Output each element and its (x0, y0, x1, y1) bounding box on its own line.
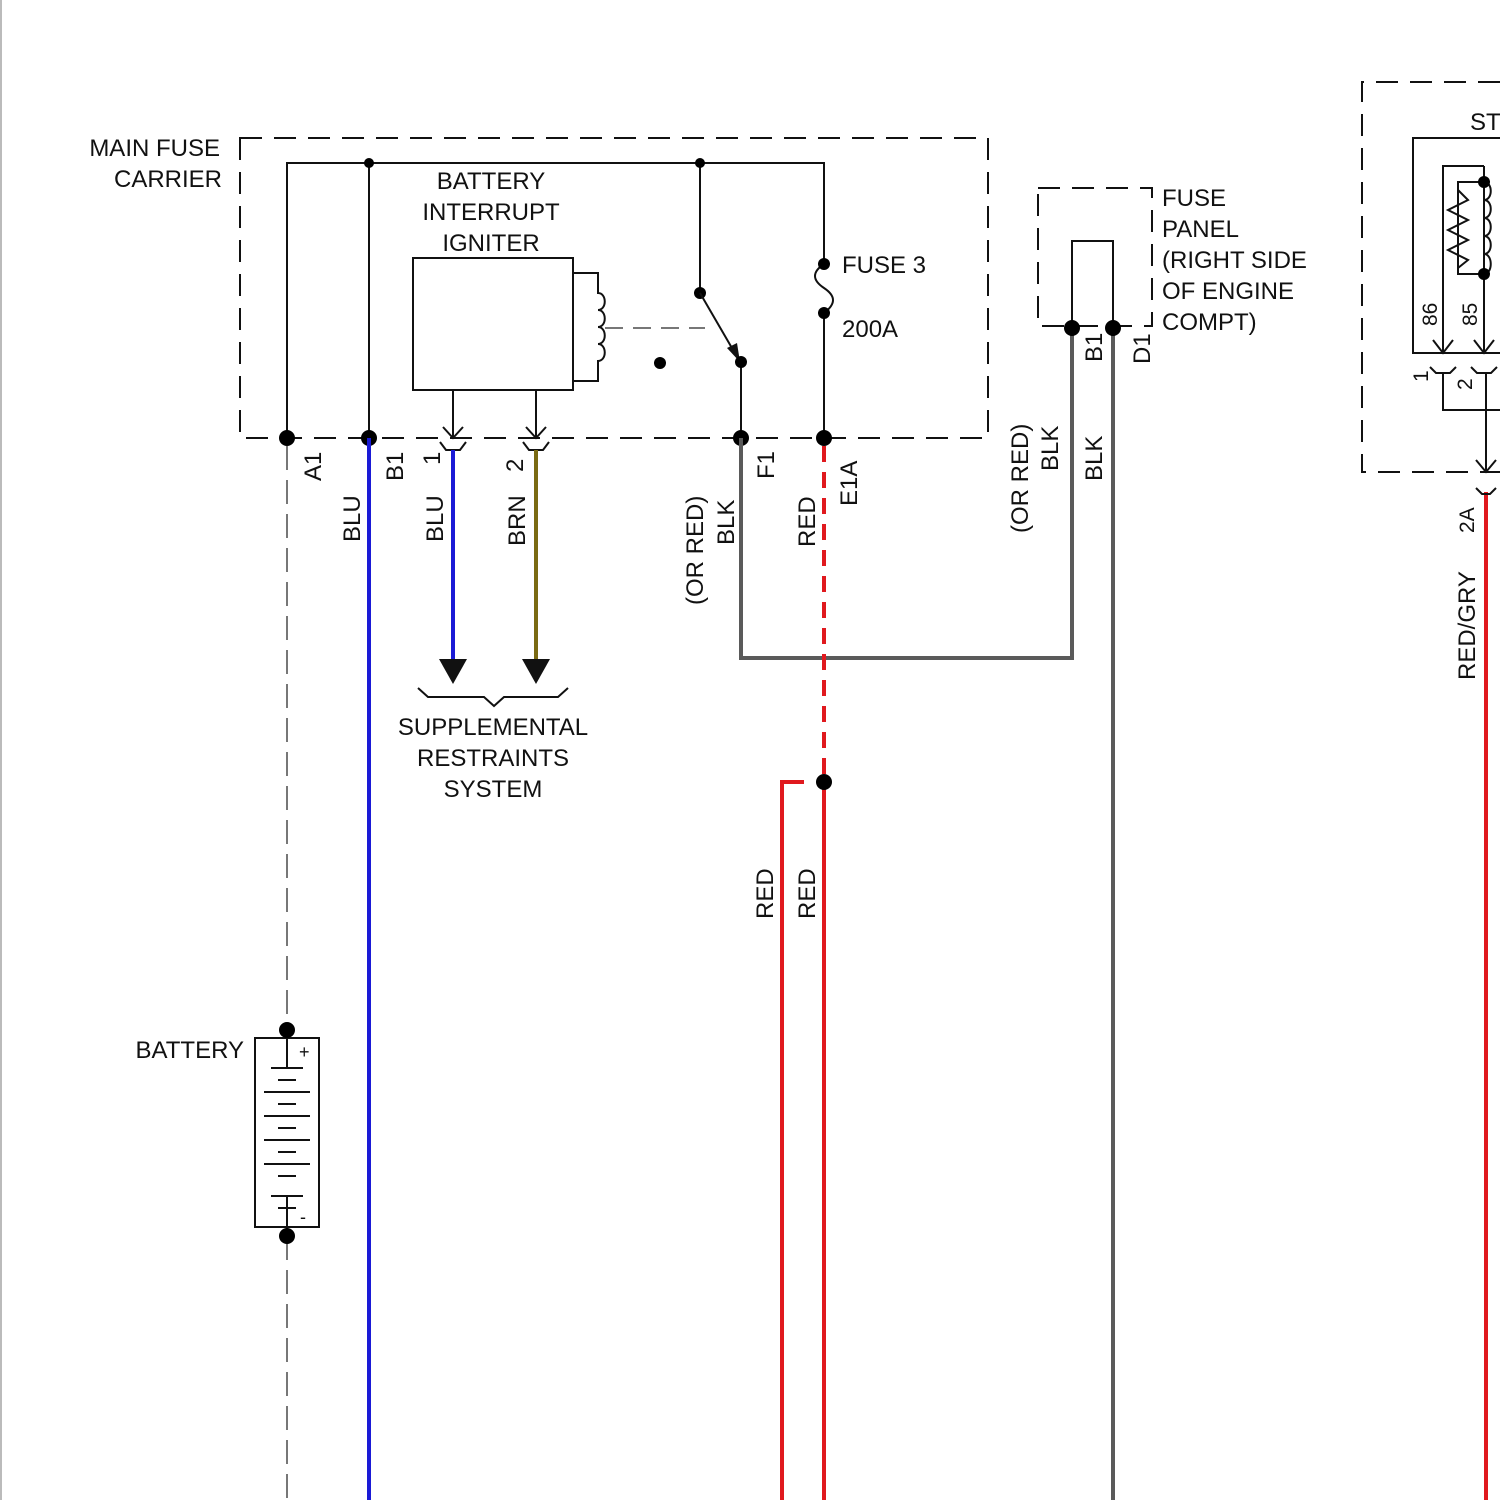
battery: BATTERY + - (136, 1022, 319, 1244)
terminal-a1 (279, 430, 295, 446)
pin-85: 85 (1459, 303, 1482, 326)
igniter-coil (573, 273, 605, 381)
pin-e1a: E1A (836, 461, 863, 506)
junction-dot (1478, 176, 1490, 188)
fuse-panel-label: FUSE (1162, 185, 1226, 212)
terminal-e1a (816, 430, 832, 446)
igniter-label: BATTERY (437, 168, 545, 195)
junction-dot (364, 158, 374, 168)
relay-pins (1430, 340, 1500, 494)
fuse-name: FUSE 3 (842, 252, 926, 279)
igniter-receptacles (440, 442, 549, 450)
main-fuse-carrier-label: MAIN FUSE (89, 135, 220, 162)
srs-label: RESTRAINTS (417, 745, 569, 772)
pin-b1: B1 (382, 452, 409, 481)
fuse-panel-link (1072, 241, 1113, 328)
pin-2a: 2A (1456, 507, 1479, 533)
fuse-panel-label: (RIGHT SIDE (1162, 247, 1307, 274)
arrow-down-icon (439, 659, 467, 684)
fuse-panel-label: COMPT) (1162, 309, 1257, 336)
switch-contact-open (654, 357, 666, 369)
fuse-rating: 200A (842, 316, 898, 343)
arrow-down-icon (522, 659, 550, 684)
junction-dot (1478, 268, 1490, 280)
fuse-panel: B1 D1 FUSE PANEL (RIGHT SIDE OF ENGINE C… (1038, 180, 1314, 364)
wire-label-red-left: RED (752, 868, 779, 919)
pin-a1: A1 (300, 452, 327, 481)
srs-label: SYSTEM (444, 776, 543, 803)
wire-label-blk-d1: BLK (1081, 436, 1108, 481)
igniter-label: IGNITER (442, 230, 539, 257)
battery-negative-terminal (279, 1228, 295, 1244)
wires: BLU BLU BRN SUPPLEMENTAL RESTRAINTS SYST… (287, 328, 1486, 1500)
wire-label-blk-b1: BLK (1037, 426, 1064, 471)
pin-1: 1 (419, 452, 446, 465)
junction-dot (695, 158, 705, 168)
main-fuse-carrier: MAIN FUSE CARRIER FUSE 3 200A BATTERY IN… (89, 135, 988, 506)
pin-2: 2 (1454, 378, 1477, 390)
wire-label-red-right: RED (794, 868, 821, 919)
fuse-terminal (818, 307, 830, 319)
splice-dot (816, 774, 832, 790)
battery-minus: - (300, 1207, 306, 1227)
wire-label-or-red: (OR RED) (682, 496, 709, 605)
pin-86: 86 (1419, 303, 1442, 326)
pin-d1: D1 (1129, 333, 1156, 364)
igniter-box (413, 258, 573, 390)
battery-positive-terminal (279, 1022, 295, 1038)
wire-label-blu: BLU (339, 495, 366, 542)
switch-blade (700, 293, 736, 355)
main-fuse-carrier-boundary (240, 138, 988, 438)
battery-plus: + (299, 1042, 310, 1062)
main-fuse-carrier-label-2: CARRIER (114, 166, 222, 193)
battery-label: BATTERY (136, 1037, 244, 1064)
igniter-label: INTERRUPT (422, 199, 560, 226)
terminal-b1 (1064, 320, 1080, 336)
fuse-terminal (818, 258, 830, 270)
pin-f1: F1 (753, 451, 780, 479)
fuse-3-symbol (815, 264, 833, 313)
fuse-panel-boundary (1038, 188, 1152, 326)
switch-contact (735, 356, 747, 368)
pin-1: 1 (1410, 370, 1433, 382)
srs-label: SUPPLEMENTAL (398, 714, 588, 741)
fuse-panel-label: OF ENGINE (1162, 278, 1294, 305)
starter-relay-box: ST 86 85 1 2 2A (1362, 82, 1500, 533)
wire-label-or-red-b1: (OR RED) (1007, 424, 1034, 533)
igniter-pins (443, 390, 546, 438)
fuse-panel-label: PANEL (1162, 216, 1239, 243)
relay-box-label: ST (1470, 109, 1500, 136)
wire-label-red-gry: RED/GRY (1454, 571, 1481, 680)
pin-b1: B1 (1081, 333, 1108, 362)
srs-brace (418, 688, 568, 706)
wire-label-blk: BLK (713, 500, 740, 545)
wire-label-brn: BRN (504, 495, 531, 546)
pin-2: 2 (502, 459, 529, 472)
relay-coil-icon (1484, 182, 1491, 274)
wire-label-red: RED (794, 496, 821, 547)
wire-label-blu-srs: BLU (422, 495, 449, 542)
